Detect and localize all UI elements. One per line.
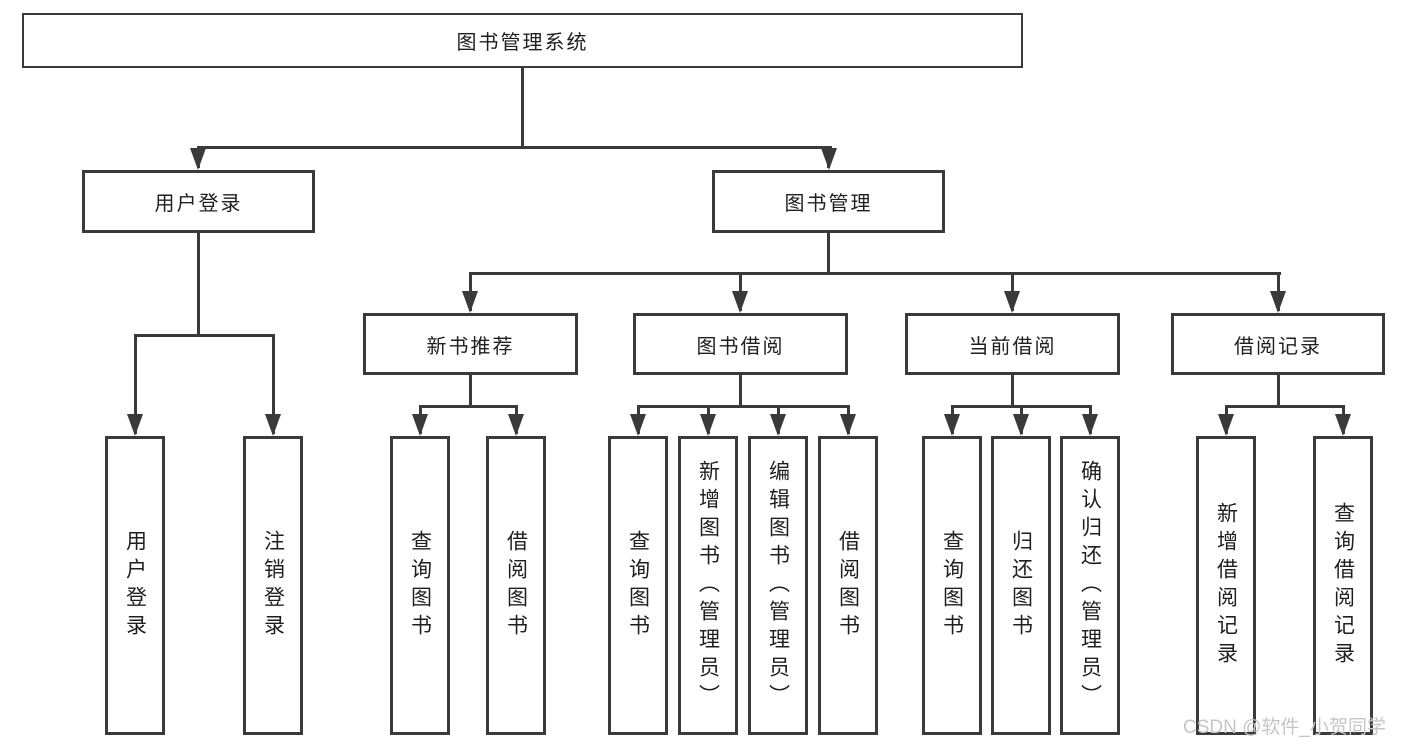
arrow-down-icon [840,414,856,436]
leaf-borrow-books: 借阅图书 [486,436,546,735]
node-book-management: 图书管理 [712,170,945,233]
node-library-management-system: 图书管理系统 [22,13,1023,68]
connector-borrow-records-stem [1277,373,1280,408]
leaf-add-borrow-record: 新增借阅记录 [1196,436,1256,735]
arrow-down-icon [630,414,646,436]
arrow-down-icon [462,291,478,313]
leaf-label: 用户登录 [123,529,147,642]
node-label: 图书管理系统 [456,32,589,54]
arrow-down-icon [190,148,206,170]
leaf-label: 注销登录 [261,529,285,642]
connector-user-login-stem [197,231,200,336]
node-label: 借阅记录 [1234,335,1322,358]
leaf-borrow-books: 借阅图书 [818,436,878,735]
node-label: 用户登录 [154,193,243,215]
node-label: 图书管理 [784,193,873,215]
node-borrow-records: 借阅记录 [1171,313,1385,375]
arrow-down-icon [1218,414,1234,436]
arrow-down-icon [700,414,716,436]
leaf-label: 查询借阅记录 [1331,501,1355,670]
connector-new-book-stem [469,373,472,408]
arrow-down-icon [1013,414,1029,436]
leaf-edit-books-admin: 编辑图书（管理员） [748,436,808,735]
connector-stem-leaf [134,334,137,434]
leaf-logout: 注销登录 [243,436,303,735]
arrow-down-icon [508,414,524,436]
connector-root-branch [197,146,832,149]
arrow-down-icon [1270,291,1286,313]
leaf-label: 借阅图书 [836,529,860,642]
node-label: 图书借阅 [696,335,785,358]
leaf-label: 查询图书 [408,529,432,642]
connector-book-management-branch [469,272,1281,275]
leaf-label: 查询图书 [940,529,964,642]
leaf-return-books: 归还图书 [991,436,1051,735]
leaf-label: 新增图书（管理员） [696,459,720,712]
arrow-down-icon [944,414,960,436]
arrow-down-icon [770,414,786,436]
connector-book-management-stem [827,231,830,275]
connector-root-stem [521,67,524,148]
arrow-down-icon [1004,291,1020,313]
connector-new-book-branch [419,405,518,408]
connector-book-borrow-stem [739,373,742,408]
node-label: 新书推荐 [426,335,515,358]
arrow-down-icon [412,414,428,436]
connector-stem-leaf [272,334,275,434]
leaf-add-books-admin: 新增图书（管理员） [678,436,738,735]
leaf-label: 编辑图书（管理员） [766,459,790,712]
leaf-label: 借阅图书 [504,529,528,642]
node-user-login: 用户登录 [82,170,315,233]
watermark: CSDN @软件_小贺同学 [1183,717,1386,738]
leaf-confirm-return-admin: 确认归还（管理员） [1060,436,1120,735]
leaf-label: 归还图书 [1009,529,1033,642]
connector-user-login-branch [134,334,275,337]
leaf-query-books: 查询图书 [922,436,982,735]
node-book-borrow: 图书借阅 [633,313,848,375]
leaf-label: 查询图书 [626,529,650,642]
leaf-label: 确认归还（管理员） [1078,459,1102,712]
node-label: 当前借阅 [968,335,1057,358]
node-current-borrow: 当前借阅 [905,313,1120,375]
arrow-down-icon [732,291,748,313]
leaf-query-books: 查询图书 [390,436,450,735]
leaf-user-login: 用户登录 [105,436,165,735]
arrow-down-icon [821,148,837,170]
leaf-label: 新增借阅记录 [1214,501,1238,670]
leaf-query-books: 查询图书 [608,436,668,735]
connector-book-borrow-branch [637,405,849,408]
leaf-query-borrow-record: 查询借阅记录 [1313,436,1373,735]
arrow-down-icon [265,414,281,436]
connector-current-borrow-stem [1011,373,1014,408]
connector-borrow-records-branch [1225,405,1343,408]
arrow-down-icon [127,414,143,436]
arrow-down-icon [1335,414,1351,436]
arrow-down-icon [1082,414,1098,436]
node-new-book-recommend: 新书推荐 [363,313,578,375]
